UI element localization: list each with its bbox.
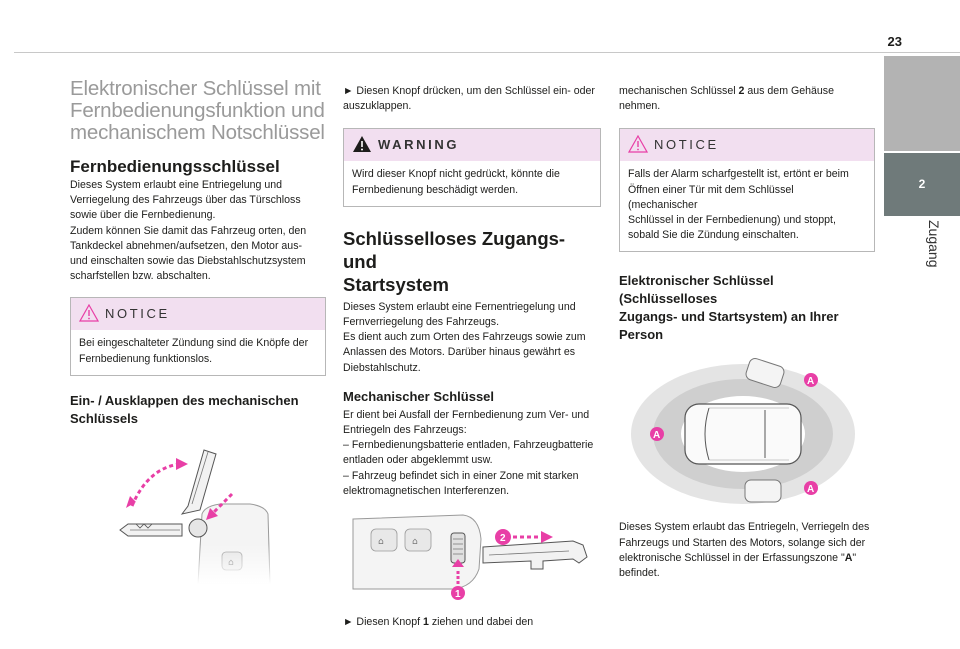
svg-text:⌂: ⌂ bbox=[378, 537, 384, 547]
chapter-tab-spacer bbox=[884, 56, 960, 151]
warning-text: Wird dieser Knopf nicht gedrückt, könnte… bbox=[352, 168, 560, 196]
section-title: Elektronischer Schlüssel mit Fernbedienu… bbox=[70, 77, 325, 144]
key-fob-bottom bbox=[744, 479, 782, 503]
svg-text:⌂: ⌂ bbox=[412, 537, 418, 547]
notice-box: NOTICE Bei eingeschalteter Zündung sind … bbox=[70, 297, 326, 376]
paragraph-intro: Dieses System erlaubt eine Entriegelung … bbox=[70, 179, 307, 283]
key-fold-illustration: ⌂ bbox=[70, 444, 326, 585]
paragraph-mechanisch: Er dient bei Ausfall der Fernbedienung z… bbox=[343, 408, 594, 497]
warning-box: WARNING Wird dieser Knopf nicht gedrückt… bbox=[343, 128, 601, 207]
chapter-label: Zugang bbox=[926, 220, 942, 268]
caution-icon bbox=[628, 135, 648, 154]
heading-schluesselloses: Schlüsselloses Zugangs- und Startsystem bbox=[343, 227, 566, 295]
heading-mechanischer-schluessel: Mechanischer Schlüssel bbox=[343, 388, 495, 404]
key-fob-top bbox=[745, 358, 785, 389]
notice-box-alarm: NOTICE Falls der Alarm scharfgestellt is… bbox=[619, 128, 875, 253]
key-extract-illustration: ⌂ ⌂ 2 1 bbox=[343, 509, 601, 601]
paragraph-key-removal: mechanischen Schlüssel 2 aus dem Gehäuse… bbox=[619, 85, 834, 113]
paragraph-zone: Dieses System erlaubt das Entriegeln, Ve… bbox=[619, 521, 870, 580]
notice-header-alarm: NOTICE bbox=[620, 129, 874, 162]
page-number: 23 bbox=[887, 34, 902, 49]
notice-header: NOTICE bbox=[71, 298, 325, 331]
zone-label-a: A bbox=[807, 376, 814, 387]
paragraph-press-button: ► Diesen Knopf drücken, um den Schlüssel… bbox=[343, 85, 595, 113]
label-2: 2 bbox=[500, 533, 506, 544]
column-1: Elektronischer Schlüssel mit Fernbedienu… bbox=[70, 77, 326, 585]
header-rule bbox=[14, 52, 960, 53]
detection-zone-illustration: A A A bbox=[619, 356, 875, 512]
heading-elektronischer-schluessel: Elektronischer Schlüssel (Schlüsselloses… bbox=[619, 273, 839, 343]
paragraph-system: Dieses System erlaubt eine Fernentriegel… bbox=[343, 300, 586, 374]
warning-icon bbox=[353, 136, 371, 153]
label-1: 1 bbox=[455, 589, 461, 600]
heading-einausklappen: Ein- / Ausklappen des mechanischen Schlü… bbox=[70, 392, 299, 426]
notice-text: Bei eingeschalteter Zündung sind die Knö… bbox=[79, 337, 309, 365]
column-3: mechanischen Schlüssel 2 aus dem Gehäuse… bbox=[619, 84, 875, 581]
chapter-tab[interactable]: 2 bbox=[884, 153, 960, 216]
heading-fernbedienungsschluessel: Fernbedienungsschlüssel bbox=[70, 157, 280, 176]
caution-icon bbox=[79, 304, 99, 323]
column-2: ► Diesen Knopf drücken, um den Schlüssel… bbox=[343, 84, 601, 630]
notice-text-alarm: Falls der Alarm scharfgestellt ist, ertö… bbox=[628, 168, 849, 242]
paragraph-pull-button: ► Diesen Knopf 1 ziehen und dabei den bbox=[343, 616, 534, 629]
zone-label-a: A bbox=[653, 430, 660, 441]
zone-label-a: A bbox=[807, 484, 814, 495]
warning-header: WARNING bbox=[344, 129, 600, 162]
